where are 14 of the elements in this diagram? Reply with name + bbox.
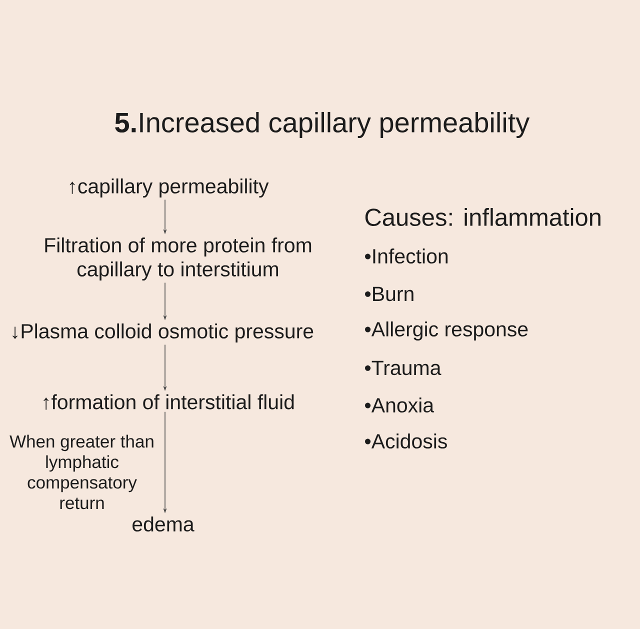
flow-step: edema — [132, 516, 194, 532]
bullet-item: •Infection — [365, 248, 448, 264]
bullet-item: •Acidosis — [365, 433, 447, 449]
flow-step: ↑formation of interstitial fluid — [44, 394, 294, 410]
flow-step: Filtration of more protein from capillary to interstitium — [45, 237, 312, 281]
bullet-item: •Allergic response — [365, 321, 528, 341]
flow-step: ↓Plasma colloid osmotic pressure — [12, 323, 314, 343]
flow-step: ↑capillary permeability — [70, 178, 269, 198]
bullet-item: •Burn — [365, 286, 414, 302]
slide-title: 5.Increased capillary permeability — [115, 112, 530, 138]
bullet-item: •Anoxia — [365, 397, 434, 413]
edge-label: When greater than lymphatic compensatory return — [10, 434, 154, 510]
list-heading: Causes: inflammation — [365, 208, 600, 226]
bullet-item: •Trauma — [365, 360, 442, 376]
